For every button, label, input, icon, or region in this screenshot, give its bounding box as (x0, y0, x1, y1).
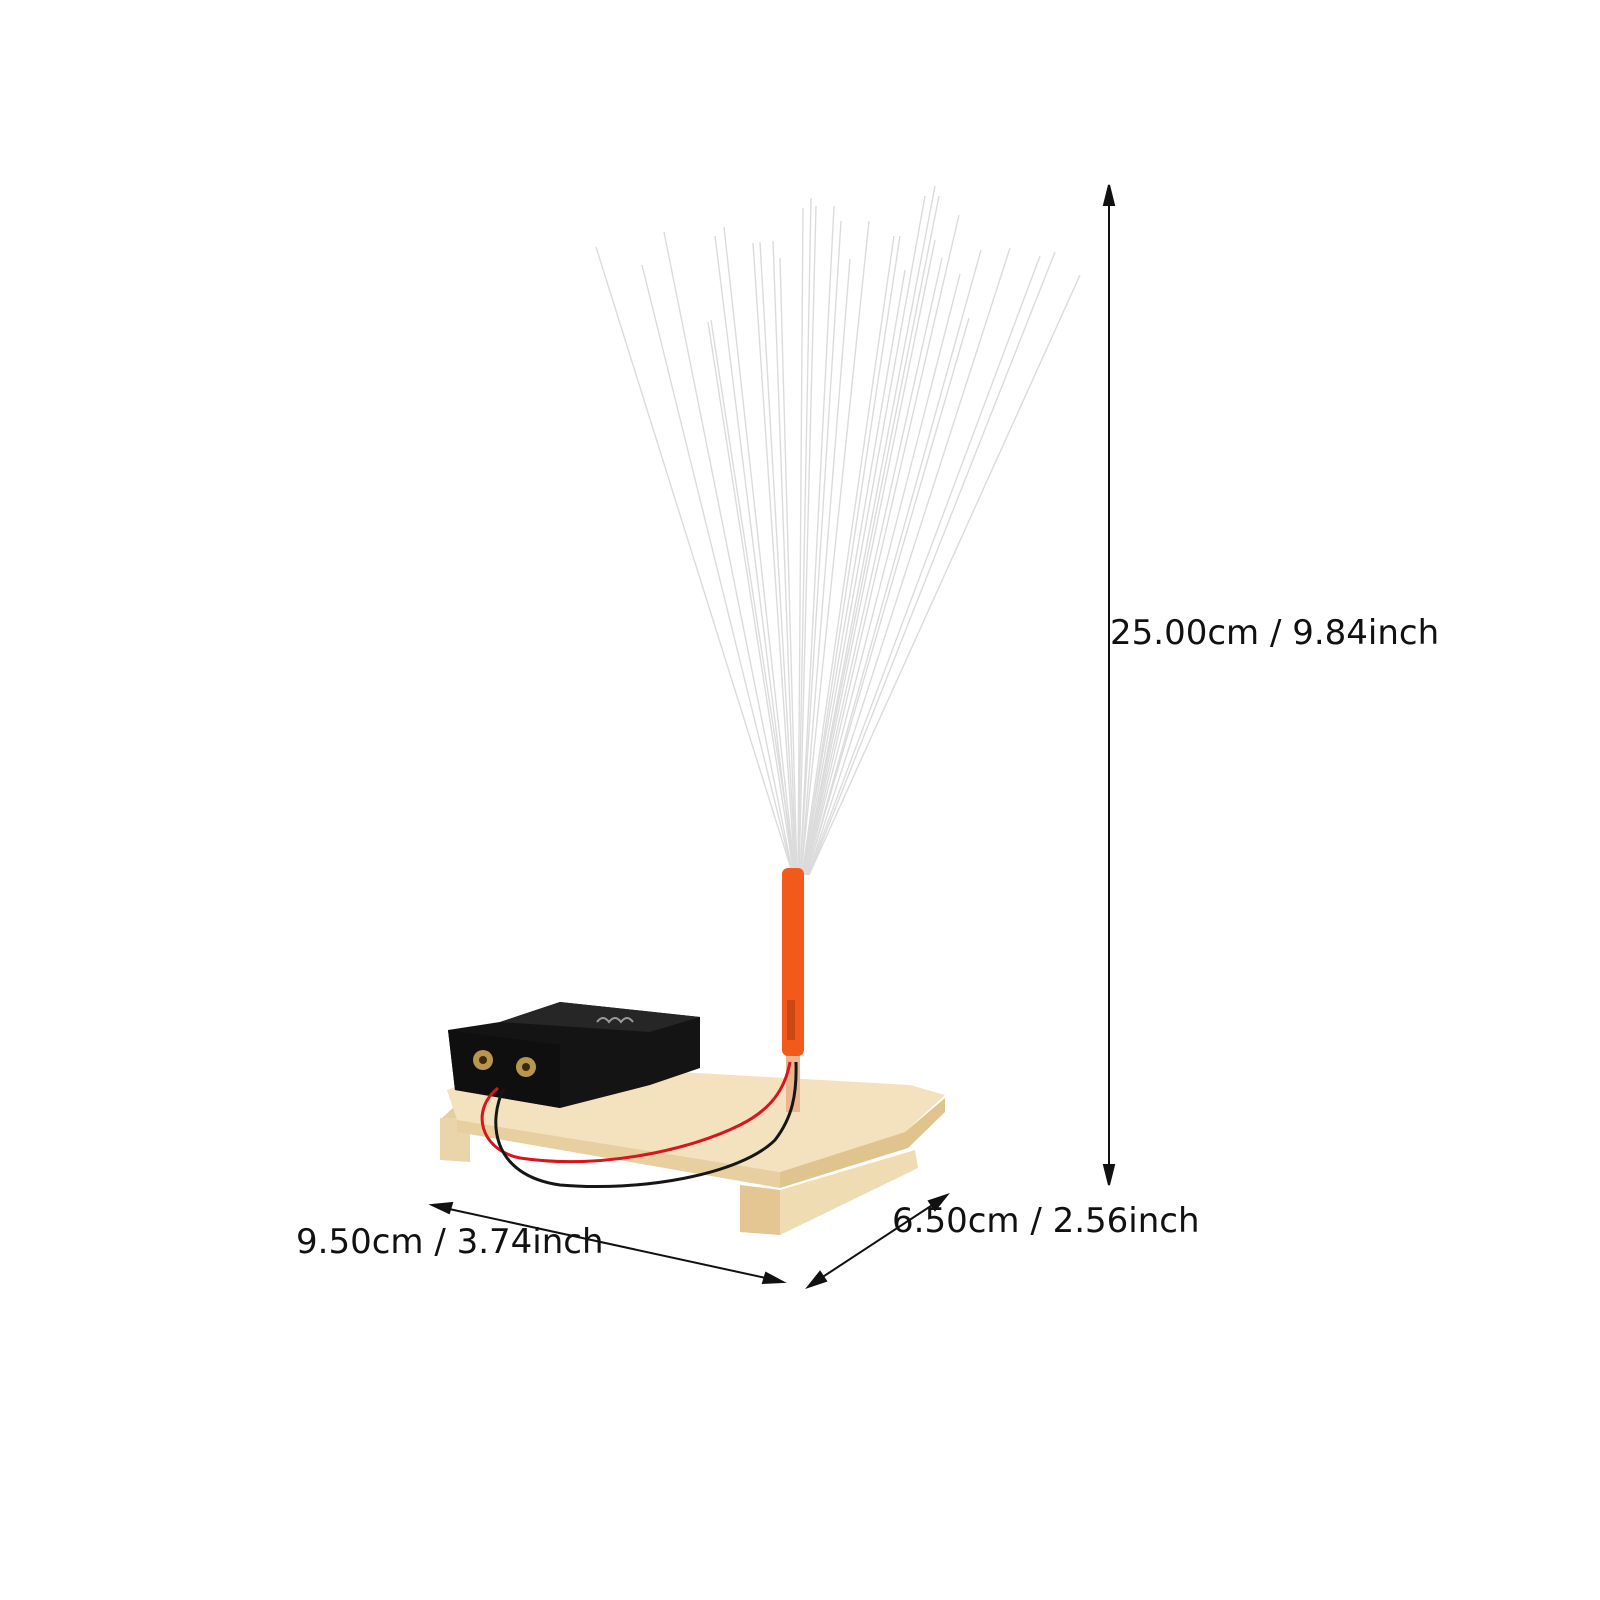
arrow-left-icon (428, 1201, 454, 1215)
wires (480, 1061, 798, 1189)
stem (782, 868, 804, 1112)
fiber-optic-strands (595, 185, 1081, 876)
length-dimension-label: 9.50cm / 3.74inch (296, 1222, 604, 1262)
arrow-down-left-icon (805, 1270, 828, 1290)
height-dimension-label: 25.00cm / 9.84inch (1110, 613, 1440, 653)
dimension-arrows (428, 184, 1116, 1290)
width-arrow-line (814, 1199, 941, 1283)
arrow-up-right-icon (927, 1192, 950, 1212)
arrow-down-icon (1102, 1164, 1116, 1186)
arrow-up-icon (1102, 184, 1116, 206)
length-arrow-line (439, 1206, 776, 1281)
battery-holder (448, 1002, 700, 1108)
arrow-right-icon (761, 1271, 787, 1285)
width-dimension-label: 6.50cm / 2.56inch (892, 1201, 1200, 1241)
